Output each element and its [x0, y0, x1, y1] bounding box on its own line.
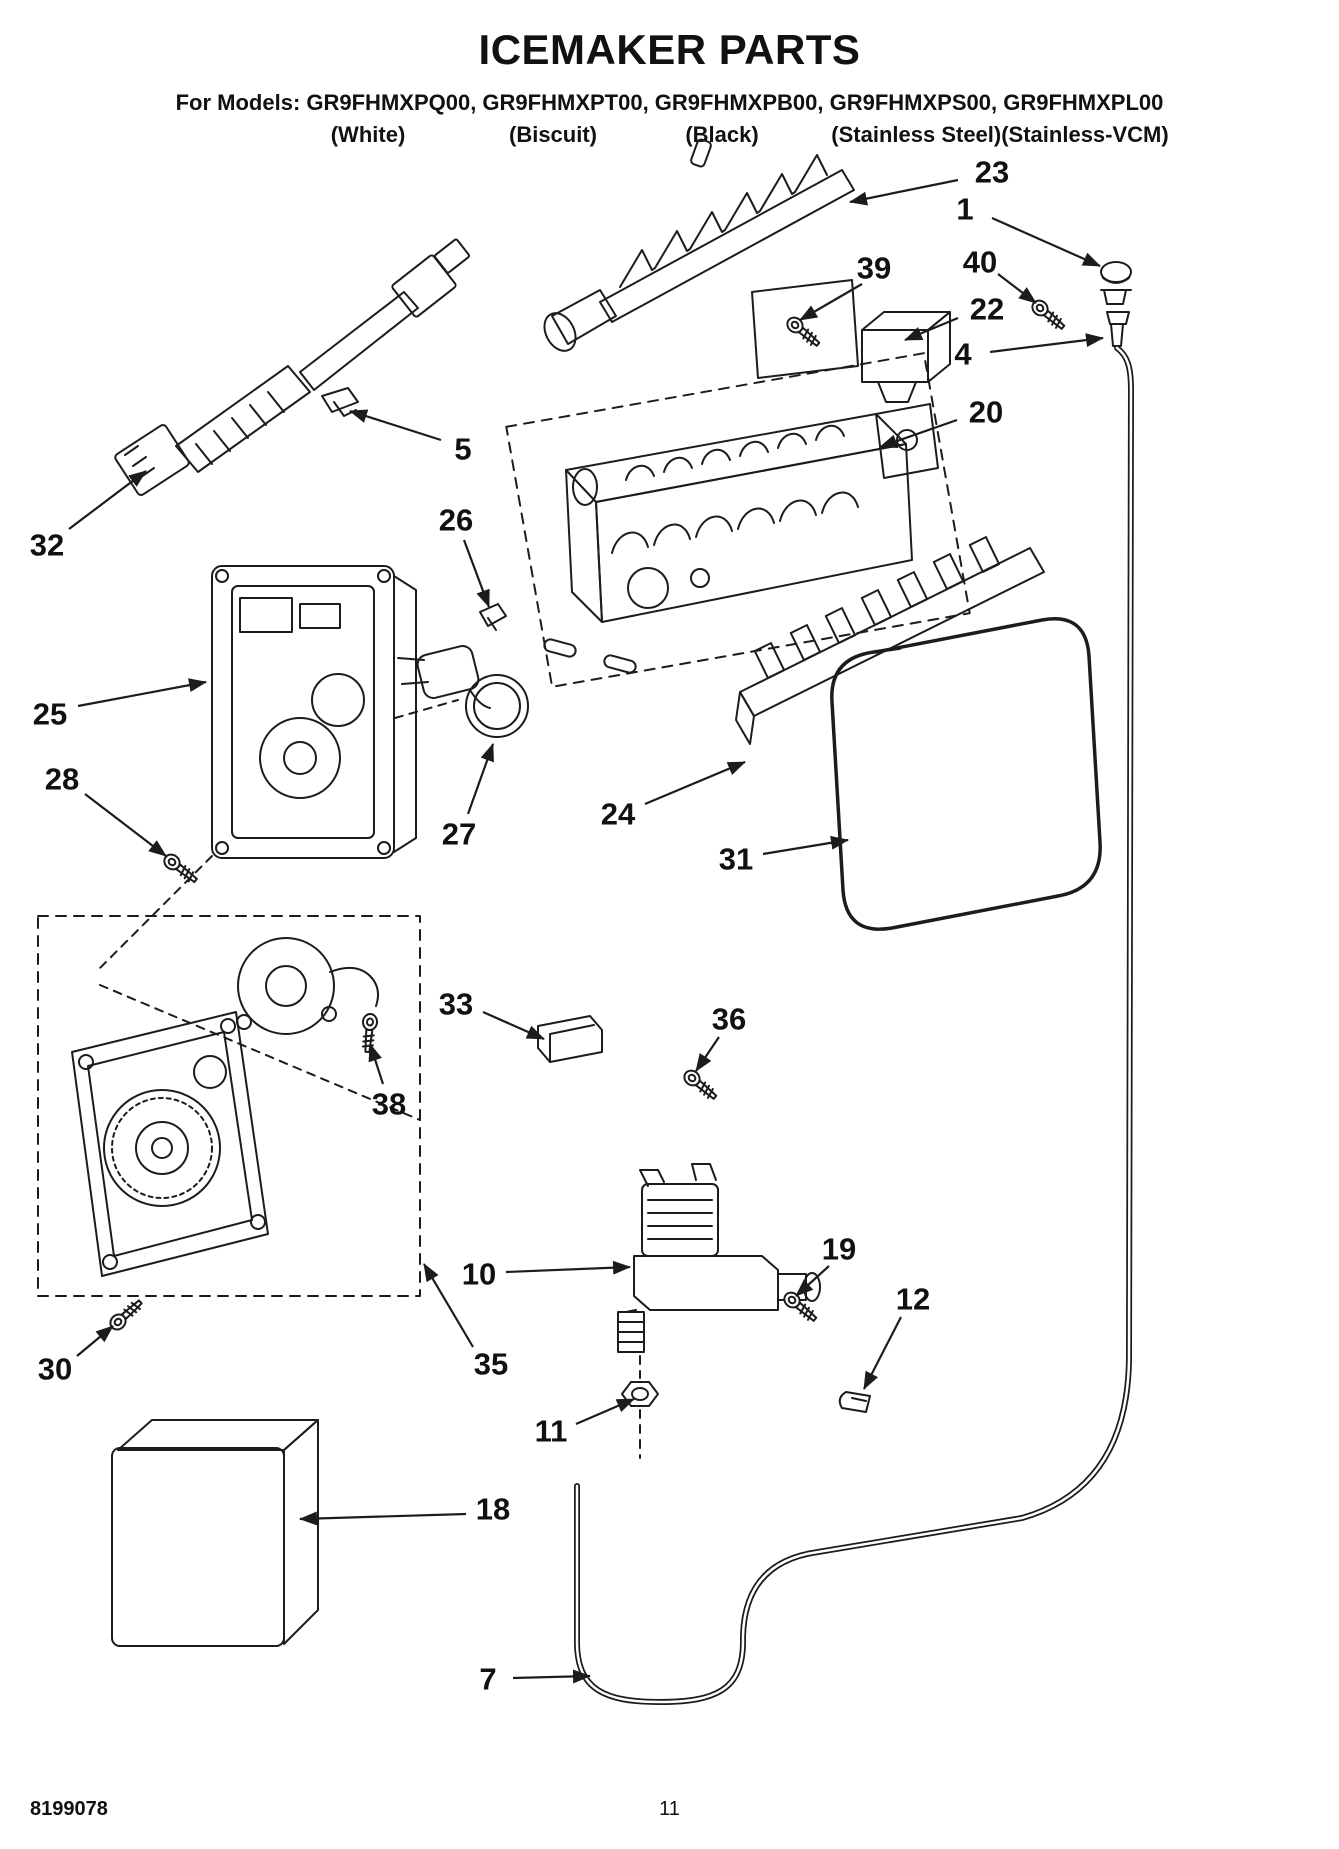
- document-number: 8199078: [30, 1798, 108, 1820]
- screw-38: [359, 1012, 379, 1054]
- clip-12: [838, 1391, 871, 1413]
- part-callout-30: 30: [37, 1351, 73, 1387]
- part-callout-24: 24: [600, 796, 636, 832]
- finish-label-1: (White): [330, 122, 406, 147]
- part-callout-23: 23: [974, 154, 1010, 190]
- part-callout-19: 19: [821, 1231, 857, 1267]
- part-callout-11: 11: [534, 1413, 568, 1449]
- wire-shelf-31: [830, 617, 1102, 931]
- finish-label-2: (Biscuit): [509, 122, 597, 147]
- tube-fitting-4: [1106, 311, 1130, 347]
- part-callout-5: 5: [454, 431, 472, 467]
- part-callout-35: 35: [473, 1346, 509, 1382]
- screw-28: [160, 850, 201, 887]
- part-callout-12: 12: [895, 1281, 931, 1317]
- part-callout-27: 27: [441, 816, 477, 852]
- screw-39: [783, 313, 824, 351]
- nut-11: [621, 1381, 659, 1407]
- screw-30: [106, 1295, 146, 1334]
- part-callout-36: 36: [711, 1001, 747, 1037]
- ice-stripper-24: [735, 536, 1045, 745]
- module-housing-25: [211, 565, 417, 859]
- part-callout-40: 40: [962, 244, 998, 280]
- part-callout-33: 33: [438, 986, 474, 1022]
- screw-19: [780, 1288, 821, 1326]
- part-callout-28: 28: [44, 761, 80, 797]
- motor-38: [236, 937, 379, 1035]
- part-callout-31: 31: [718, 841, 754, 877]
- part-callout-22: 22: [969, 291, 1005, 327]
- part-callout-1: 1: [956, 191, 974, 227]
- page-number: 11: [659, 1798, 680, 1820]
- clip-5: [321, 387, 359, 417]
- wiring-harness-32: [114, 238, 470, 496]
- screw-40: [1028, 296, 1069, 334]
- plug-thermostat-27: [397, 645, 529, 738]
- part-callout-10: 10: [461, 1256, 497, 1292]
- icemaker-assembly-20: [505, 352, 971, 688]
- water-valve-10: [617, 1163, 821, 1353]
- cover-33: [537, 1015, 603, 1063]
- cover-18: [111, 1419, 319, 1647]
- finish-label-4: (Stainless Steel)(Stainless-VCM): [831, 122, 1169, 147]
- part-callout-20: 20: [968, 394, 1004, 430]
- part-callout-38: 38: [371, 1086, 407, 1122]
- ice-stripper-23: [543, 138, 855, 352]
- part-callout-25: 25: [32, 696, 68, 732]
- inlet-seat-1: [1100, 261, 1132, 305]
- screw-36: [680, 1066, 721, 1104]
- fill-tube-7: [574, 345, 1134, 1705]
- page-title: ICEMAKER PARTS: [478, 26, 861, 73]
- shutoff-clip-26: [479, 603, 507, 631]
- assembly-lines: [95, 699, 641, 1459]
- part-callout-7: 7: [479, 1661, 497, 1697]
- part-callout-4: 4: [954, 336, 972, 372]
- gear-plate: [71, 1011, 269, 1277]
- gear-assembly-boundary-35: [37, 915, 421, 1297]
- part-callout-18: 18: [475, 1491, 511, 1527]
- part-callout-32: 32: [29, 527, 65, 563]
- part-callout-26: 26: [438, 502, 474, 538]
- models-line: For Models: GR9FHMXPQ00, GR9FHMXPT00, GR…: [175, 90, 1164, 115]
- part-callout-39: 39: [856, 250, 892, 286]
